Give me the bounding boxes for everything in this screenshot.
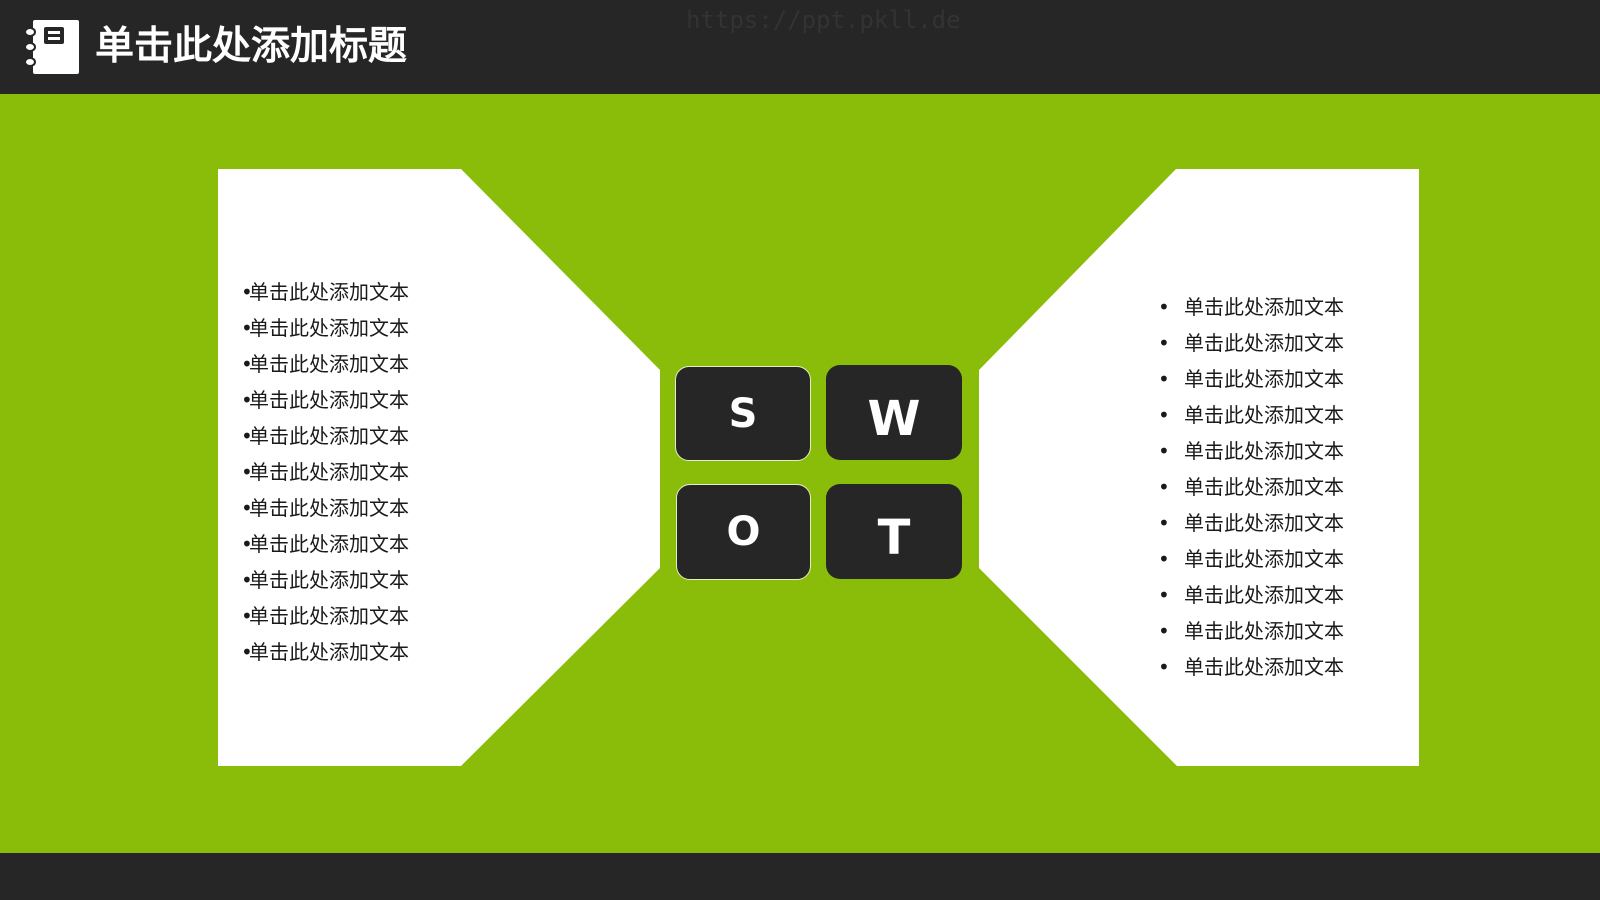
bullet-icon: • xyxy=(1158,511,1170,535)
bullet-icon: • xyxy=(241,352,253,376)
list-item[interactable]: •单击此处添加文本 xyxy=(1158,469,1344,505)
list-item[interactable]: •单击此处添加文本 xyxy=(1158,649,1344,685)
bullet-icon: • xyxy=(241,424,253,448)
bullet-icon: • xyxy=(1158,655,1170,679)
bullet-icon: • xyxy=(1158,547,1170,571)
list-item[interactable]: •单击此处添加文本 xyxy=(1158,541,1344,577)
bullet-icon: • xyxy=(241,496,253,520)
bullet-icon: • xyxy=(1158,367,1170,391)
list-item[interactable]: •单击此处添加文本 xyxy=(241,346,409,382)
bullet-icon: • xyxy=(1158,619,1170,643)
bullet-icon: • xyxy=(241,532,253,556)
right-panel-shape xyxy=(979,169,1419,766)
bullet-icon: • xyxy=(1158,295,1170,319)
footer-bar xyxy=(0,853,1600,900)
notebook-icon xyxy=(24,20,79,74)
list-item[interactable]: •单击此处添加文本 xyxy=(241,526,409,562)
bullet-icon: • xyxy=(241,388,253,412)
bullet-icon: • xyxy=(1158,439,1170,463)
list-item[interactable]: •单击此处添加文本 xyxy=(241,274,409,310)
swot-threats-box[interactable]: T xyxy=(826,484,962,579)
list-item[interactable]: •单击此处添加文本 xyxy=(241,598,409,634)
bullet-icon: • xyxy=(241,604,253,628)
bullet-icon: • xyxy=(241,280,253,304)
list-item[interactable]: •单击此处添加文本 xyxy=(1158,397,1344,433)
right-bullet-list[interactable]: •单击此处添加文本 •单击此处添加文本 •单击此处添加文本 •单击此处添加文本 … xyxy=(1158,289,1344,685)
page-title[interactable]: 单击此处添加标题 xyxy=(95,24,408,69)
swot-weaknesses-box[interactable]: W xyxy=(826,365,962,460)
list-item[interactable]: •单击此处添加文本 xyxy=(1158,325,1344,361)
bullet-icon: • xyxy=(241,460,253,484)
bullet-icon: • xyxy=(1158,403,1170,427)
bullet-icon: • xyxy=(241,316,253,340)
list-item[interactable]: •单击此处添加文本 xyxy=(241,310,409,346)
swot-opportunities-box[interactable]: O xyxy=(676,484,811,580)
list-item[interactable]: •单击此处添加文本 xyxy=(1158,613,1344,649)
list-item[interactable]: •单击此处添加文本 xyxy=(241,382,409,418)
list-item[interactable]: •单击此处添加文本 xyxy=(1158,361,1344,397)
swot-letter-o: O xyxy=(726,509,761,555)
swot-strengths-box[interactable]: S xyxy=(675,366,811,461)
bullet-icon: • xyxy=(1158,331,1170,355)
list-item[interactable]: •单击此处添加文本 xyxy=(241,562,409,598)
bullet-icon: • xyxy=(1158,475,1170,499)
list-item[interactable]: •单击此处添加文本 xyxy=(241,454,409,490)
list-item[interactable]: •单击此处添加文本 xyxy=(1158,505,1344,541)
bullet-icon: • xyxy=(1158,583,1170,607)
swot-letter-w: W xyxy=(867,390,921,447)
left-bullet-list[interactable]: •单击此处添加文本 •单击此处添加文本 •单击此处添加文本 •单击此处添加文本 … xyxy=(241,274,409,670)
swot-letter-s: S xyxy=(728,390,758,437)
watermark-text: https://ppt.pkll.de xyxy=(686,6,961,34)
swot-letter-t: T xyxy=(877,509,911,566)
list-item[interactable]: •单击此处添加文本 xyxy=(1158,433,1344,469)
bullet-icon: • xyxy=(241,568,253,592)
list-item[interactable]: •单击此处添加文本 xyxy=(1158,289,1344,325)
header-bar: 单击此处添加标题 https://ppt.pkll.de xyxy=(0,0,1600,94)
list-item[interactable]: •单击此处添加文本 xyxy=(241,634,409,670)
bullet-icon: • xyxy=(241,640,253,664)
list-item[interactable]: •单击此处添加文本 xyxy=(241,418,409,454)
left-panel-shape xyxy=(218,169,660,766)
list-item[interactable]: •单击此处添加文本 xyxy=(1158,577,1344,613)
list-item[interactable]: •单击此处添加文本 xyxy=(241,490,409,526)
